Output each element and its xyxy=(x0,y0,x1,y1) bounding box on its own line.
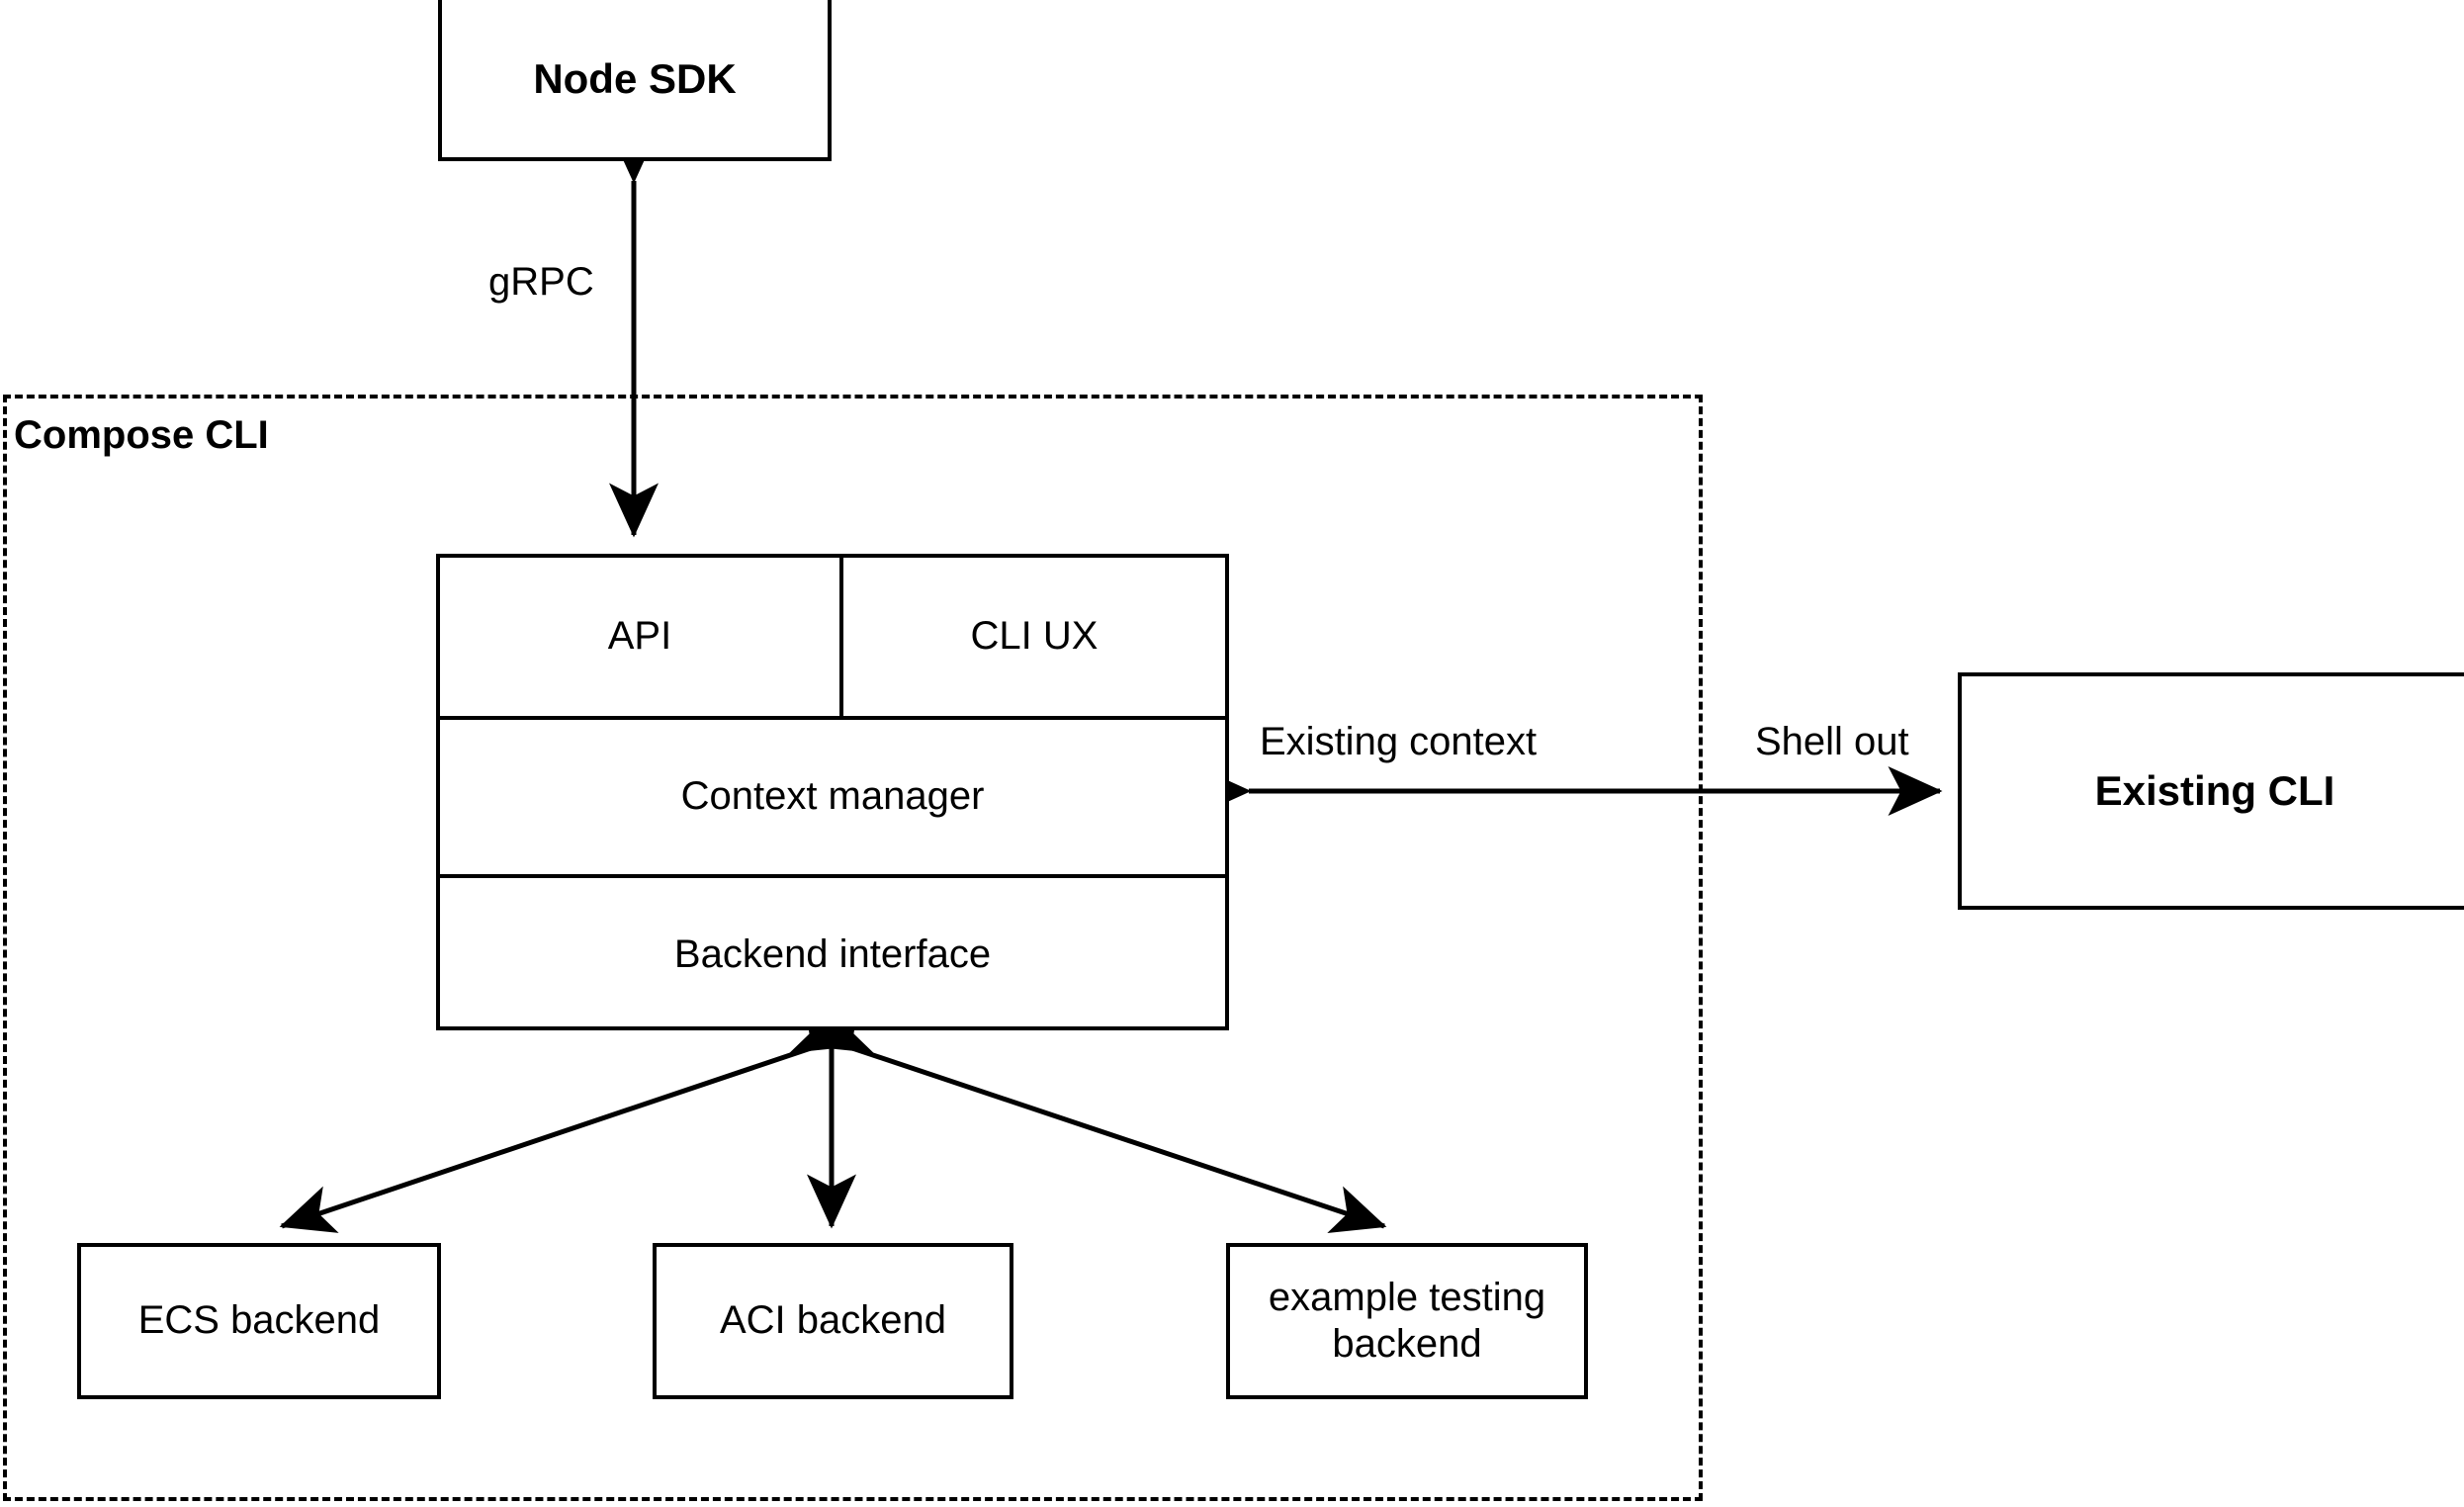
stack-cell-cli-ux[interactable]: CLI UX xyxy=(839,558,1225,716)
node-ecs-backend[interactable]: ECS backend xyxy=(77,1243,441,1399)
compose-cli-stack: API CLI UX Context manager Backend inter… xyxy=(436,554,1229,1030)
node-existing-cli[interactable]: Existing CLI xyxy=(1958,672,2464,910)
stack-row-api-cliux: API CLI UX xyxy=(440,558,1225,716)
stack-row-context-manager[interactable]: Context manager xyxy=(440,716,1225,874)
stack-row-context-manager-label: Context manager xyxy=(680,774,985,819)
stack-row-backend-interface-label: Backend interface xyxy=(673,932,992,977)
stack-cell-api[interactable]: API xyxy=(440,558,839,716)
edge-label-existing-context: Existing context xyxy=(1260,720,1538,763)
edge-label-grpc: gRPC xyxy=(488,260,594,304)
node-node-sdk-label: Node SDK xyxy=(533,54,737,102)
compose-cli-boundary-label: Compose CLI xyxy=(14,413,269,457)
node-aci-backend[interactable]: ACI backend xyxy=(653,1243,1013,1399)
node-node-sdk[interactable]: Node SDK xyxy=(438,0,832,161)
node-ecs-backend-label: ECS backend xyxy=(137,1298,381,1343)
stack-cell-api-label: API xyxy=(607,614,672,659)
node-example-testing-backend-label: example testing backend xyxy=(1268,1275,1546,1366)
node-existing-cli-label: Existing CLI xyxy=(2094,767,2335,815)
node-example-testing-backend[interactable]: example testing backend xyxy=(1226,1243,1588,1399)
node-aci-backend-label: ACI backend xyxy=(719,1298,947,1343)
edge-label-shell-out: Shell out xyxy=(1755,720,1909,763)
stack-cell-cli-ux-label: CLI UX xyxy=(970,614,1099,659)
compose-cli-boundary xyxy=(3,395,1703,1501)
stack-row-backend-interface[interactable]: Backend interface xyxy=(440,874,1225,1032)
